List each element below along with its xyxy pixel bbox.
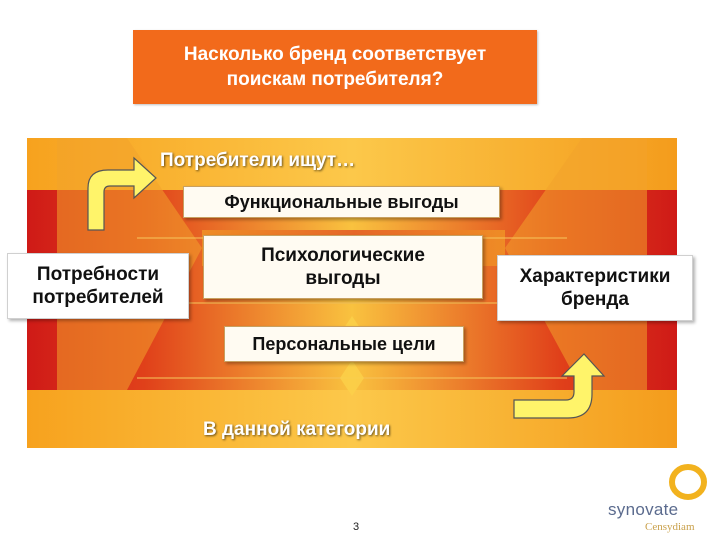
- page-number: 3: [353, 521, 360, 533]
- box-psychological-benefits: Психологические выгоды: [203, 235, 483, 299]
- box-functional-benefits: Функциональные выгоды: [183, 186, 500, 218]
- personal-goals-label: Персональные цели: [252, 333, 436, 354]
- label-consumers-seek: Потребители ищут…: [160, 150, 356, 171]
- slide-title: Насколько бренд соответствует поискам по…: [183, 44, 487, 90]
- arrow-right-up-icon: [513, 353, 606, 419]
- title-box: Насколько бренд соответствует поискам по…: [133, 30, 537, 104]
- box-brand-characteristics: Характеристики бренда: [497, 255, 693, 321]
- consumer-needs-label: Потребности потребителей: [32, 264, 164, 308]
- synovate-logo-icon: [669, 464, 707, 500]
- brand-characteristics-label: Характеристики бренда: [519, 266, 671, 310]
- logo-synovate: synovate: [608, 500, 679, 519]
- logo-censydiam: Censydiam: [645, 521, 695, 533]
- arrow-up-right-icon: [87, 156, 157, 231]
- box-consumer-needs: Потребности потребителей: [7, 253, 189, 319]
- psychological-benefits-label: Психологические выгоды: [261, 245, 425, 289]
- box-personal-goals: Персональные цели: [224, 326, 464, 362]
- functional-benefits-label: Функциональные выгоды: [224, 191, 459, 212]
- label-in-category: В данной категории: [203, 419, 391, 440]
